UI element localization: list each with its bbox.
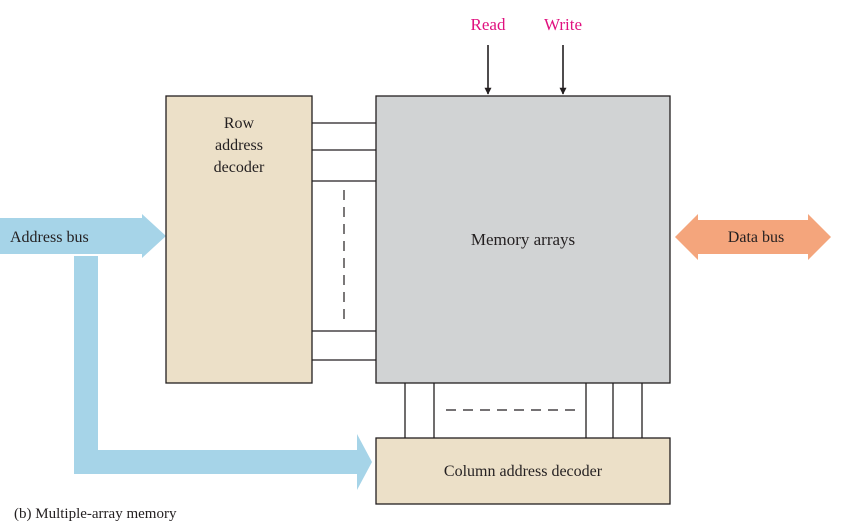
- column-connection-lines: [404, 383, 643, 438]
- data-bus-arrow: [675, 214, 831, 260]
- read-label: Read: [471, 15, 506, 34]
- row-connection-lines: [312, 122, 376, 361]
- memory-arrays: [375, 95, 671, 384]
- row-address-decoder: [165, 95, 313, 384]
- column-decoder-label: Column address decoder: [444, 463, 603, 480]
- row-decoder-label-line2: address: [215, 137, 263, 154]
- address-bus-label: Address bus: [10, 229, 89, 246]
- memory-arrays-label: Memory arrays: [471, 230, 575, 249]
- address-bus-arrow: [0, 214, 166, 258]
- row-decoder-label-line3: decoder: [214, 159, 265, 176]
- address-bus-path: [74, 256, 372, 490]
- figure-caption: (b) Multiple-array memory: [14, 506, 177, 522]
- data-bus-label: Data bus: [728, 229, 784, 246]
- write-label: Write: [544, 15, 582, 34]
- column-address-decoder: [375, 437, 671, 505]
- row-decoder-label-line1: Row: [224, 115, 255, 132]
